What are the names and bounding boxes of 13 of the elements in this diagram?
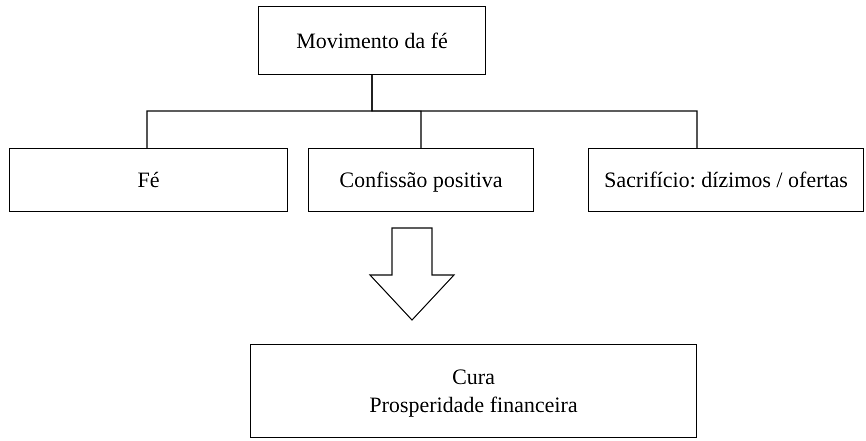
box-text: Movimento da fé xyxy=(295,26,449,54)
text-box xyxy=(588,148,864,212)
box-text: Confissão positiva xyxy=(338,166,504,194)
text-box xyxy=(9,148,288,212)
text-box xyxy=(258,6,486,75)
box-text: Cura xyxy=(451,363,496,391)
text-box xyxy=(308,148,534,212)
text-box xyxy=(250,344,697,438)
box-text: Sacrifício: dízimos / ofertas xyxy=(603,166,849,194)
connector-line xyxy=(371,75,698,148)
box-text: Fé xyxy=(136,166,160,194)
box-text: Prosperidade financeira xyxy=(368,391,579,419)
block-arrow xyxy=(368,227,456,321)
